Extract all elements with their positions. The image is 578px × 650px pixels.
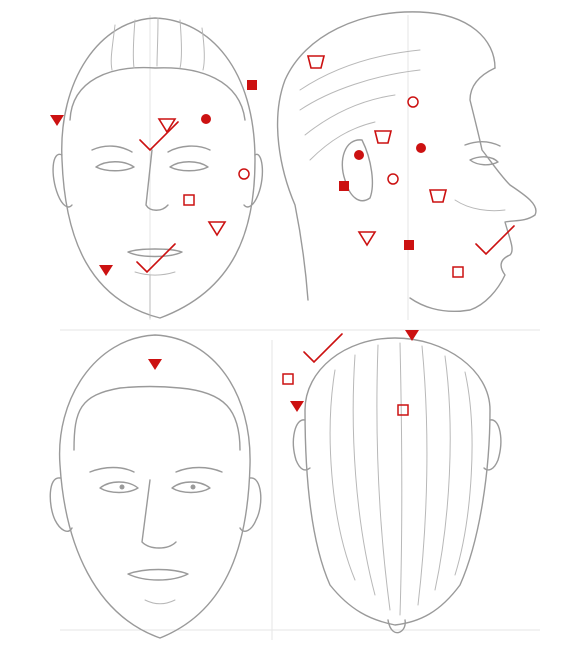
- marker-checkmark: [475, 225, 515, 256]
- construction-grid: [60, 15, 540, 640]
- marker-open-trapezoid: [306, 55, 326, 69]
- marker-open-triangle-down: [157, 118, 177, 134]
- marker-filled-circle: [354, 150, 364, 160]
- marker-open-circle: [407, 96, 419, 108]
- marker-filled-circle: [201, 114, 211, 124]
- front-face-with-hair-lines: [52, 17, 264, 319]
- marker-open-circle: [238, 168, 250, 180]
- marker-checkmark: [136, 243, 176, 274]
- marker-filled-triangle-down: [405, 330, 419, 341]
- marker-filled-square: [404, 240, 414, 250]
- front-face-plain: [49, 334, 262, 639]
- marker-filled-triangle-down: [50, 115, 64, 126]
- marker-checkmark: [139, 121, 179, 152]
- marker-filled-triangle-down: [99, 265, 113, 276]
- annotation-markers: [50, 55, 515, 416]
- marker-open-trapezoid: [428, 189, 448, 203]
- marker-filled-square: [247, 80, 257, 90]
- marker-filled-triangle-down: [148, 359, 162, 370]
- marker-open-circle: [387, 173, 399, 185]
- marker-open-square: [397, 404, 409, 416]
- marker-open-trapezoid: [373, 130, 393, 144]
- marker-open-triangle-down: [357, 231, 377, 247]
- top-of-head: [292, 337, 502, 634]
- marker-open-square: [452, 266, 464, 278]
- marker-filled-triangle-down: [290, 401, 304, 412]
- marker-filled-square: [339, 181, 349, 191]
- side-profile-head: [276, 11, 537, 313]
- marker-open-square: [282, 373, 294, 385]
- marker-open-square: [183, 194, 195, 206]
- marker-filled-circle: [416, 143, 426, 153]
- marker-checkmark: [303, 333, 343, 364]
- marker-open-triangle-down: [207, 221, 227, 237]
